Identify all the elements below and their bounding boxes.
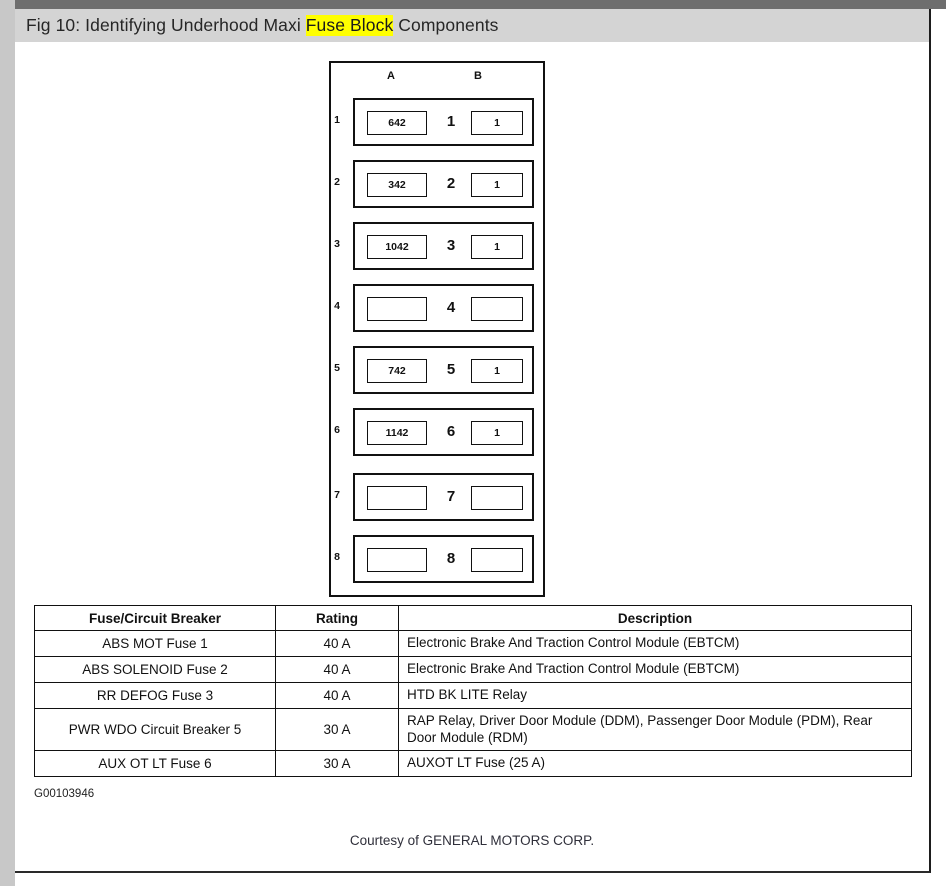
fuse-row-box: 8 <box>353 535 534 583</box>
fuse-row-box: 7 <box>353 473 534 521</box>
fuse-row: 6 1142 6 1 <box>334 408 534 456</box>
fuse-row-index: 8 <box>334 551 340 563</box>
cell-rating: 40 A <box>275 681 399 709</box>
cell-description: Electronic Brake And Traction Control Mo… <box>398 655 912 683</box>
figure-title-suffix: Components <box>393 15 499 35</box>
fuse-cell-b: 1 <box>471 359 523 383</box>
fuse-row-box: 642 1 1 <box>353 98 534 146</box>
fuse-row-index: 4 <box>334 300 340 312</box>
fuse-row-index: 5 <box>334 362 340 374</box>
fuse-row-box: 1042 3 1 <box>353 222 534 270</box>
column-header-rating: Rating <box>275 605 399 631</box>
column-header-description: Description <box>398 605 912 631</box>
cell-fuse-name: PWR WDO Circuit Breaker 5 <box>34 707 276 752</box>
fuse-row-index: 1 <box>334 114 340 126</box>
fuse-cell-middle: 7 <box>446 488 456 505</box>
fuse-cell-b <box>471 548 523 572</box>
fuse-cell-a: 342 <box>367 173 427 197</box>
fuse-row-box: 742 5 1 <box>353 346 534 394</box>
fuse-column-headers: A B <box>329 70 545 86</box>
column-header-fuse-circuit-breaker: Fuse/Circuit Breaker <box>34 605 276 631</box>
fuse-cell-middle: 2 <box>446 175 456 192</box>
fuse-cell-b <box>471 297 523 321</box>
cell-rating: 30 A <box>275 750 399 778</box>
table-row: ABS MOT Fuse 1 40 A Electronic Brake And… <box>34 630 912 657</box>
table-row: AUX OT LT Fuse 6 30 A AUXOT LT Fuse (25 … <box>34 750 912 778</box>
fuse-row-index: 7 <box>334 489 340 501</box>
cell-rating: 30 A <box>275 707 399 752</box>
fuse-cell-middle: 8 <box>446 550 456 567</box>
fuse-description-table: Fuse/Circuit Breaker Rating Description … <box>34 605 912 778</box>
cell-fuse-name: ABS SOLENOID Fuse 2 <box>34 655 276 683</box>
fuse-cell-middle: 4 <box>446 299 456 316</box>
fuse-row: 2 342 2 1 <box>334 160 534 208</box>
fuse-cell-a <box>367 297 427 321</box>
cell-rating: 40 A <box>275 630 399 657</box>
cell-fuse-name: RR DEFOG Fuse 3 <box>34 681 276 709</box>
fuse-cell-b: 1 <box>471 173 523 197</box>
fuse-cell-a <box>367 486 427 510</box>
fuse-row: 7 7 <box>334 473 534 521</box>
fuse-cell-a: 742 <box>367 359 427 383</box>
fuse-cell-b: 1 <box>471 421 523 445</box>
cell-description: AUXOT LT Fuse (25 A) <box>398 750 912 778</box>
fuse-row-index: 3 <box>334 238 340 250</box>
fuse-cell-middle: 5 <box>446 361 456 378</box>
table-row: RR DEFOG Fuse 3 40 A HTD BK LITE Relay <box>34 681 912 709</box>
cell-description: RAP Relay, Driver Door Module (DDM), Pas… <box>398 707 912 752</box>
figure-id-label: G00103946 <box>34 788 95 800</box>
cell-description: Electronic Brake And Traction Control Mo… <box>398 630 912 657</box>
column-header-a: A <box>387 70 395 82</box>
fuse-row-box: 4 <box>353 284 534 332</box>
table-header-row: Fuse/Circuit Breaker Rating Description <box>34 605 912 631</box>
fuse-row: 5 742 5 1 <box>334 346 534 394</box>
fuse-row: 4 4 <box>334 284 534 332</box>
fuse-cell-b: 1 <box>471 111 523 135</box>
fuse-row: 3 1042 3 1 <box>334 222 534 270</box>
figure-title-highlight: Fuse Block <box>305 15 394 36</box>
cell-fuse-name: AUX OT LT Fuse 6 <box>34 750 276 778</box>
top-chrome-strip <box>0 0 946 9</box>
fuse-cell-middle: 1 <box>446 113 456 130</box>
figure-title-prefix: Fig 10: Identifying Underhood Maxi <box>26 15 306 35</box>
fuse-row: 8 8 <box>334 535 534 583</box>
fuse-cell-middle: 6 <box>446 423 456 440</box>
fuse-row-box: 342 2 1 <box>353 160 534 208</box>
fuse-row: 1 642 1 1 <box>334 98 534 146</box>
cell-rating: 40 A <box>275 655 399 683</box>
fuse-row-box: 1142 6 1 <box>353 408 534 456</box>
fuse-row-index: 2 <box>334 176 340 188</box>
courtesy-line: Courtesy of GENERAL MOTORS CORP. <box>349 833 595 848</box>
fuse-row-index: 6 <box>334 424 340 436</box>
figure-title-bar: Fig 10: Identifying Underhood Maxi Fuse … <box>15 9 929 42</box>
left-gutter <box>0 0 15 886</box>
fuse-cell-a: 642 <box>367 111 427 135</box>
fuse-block-diagram: A B 1 642 1 1 2 342 2 1 3 <box>329 61 545 597</box>
cell-fuse-name: ABS MOT Fuse 1 <box>34 630 276 657</box>
fuse-cell-b: 1 <box>471 235 523 259</box>
table-row: ABS SOLENOID Fuse 2 40 A Electronic Brak… <box>34 655 912 683</box>
document-page: Fig 10: Identifying Underhood Maxi Fuse … <box>15 9 931 873</box>
column-header-b: B <box>474 70 482 82</box>
fuse-cell-b <box>471 486 523 510</box>
fuse-cell-middle: 3 <box>446 237 456 254</box>
fuse-cell-a: 1142 <box>367 421 427 445</box>
cell-description: HTD BK LITE Relay <box>398 681 912 709</box>
fuse-cell-a <box>367 548 427 572</box>
fuse-cell-a: 1042 <box>367 235 427 259</box>
table-row: PWR WDO Circuit Breaker 5 30 A RAP Relay… <box>34 707 912 752</box>
